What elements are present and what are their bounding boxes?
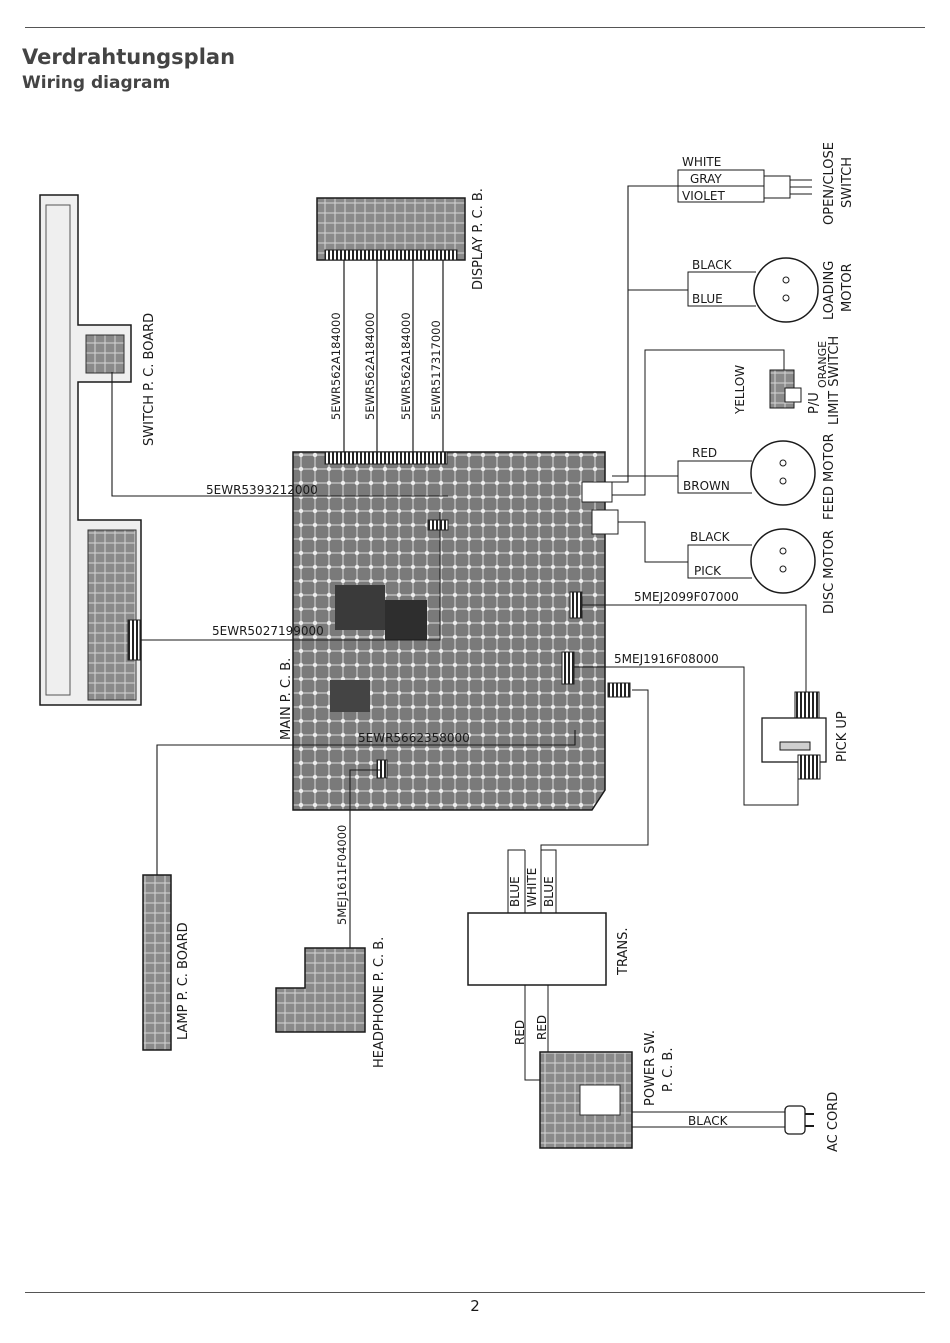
- wire-label: GRAY: [690, 172, 722, 186]
- wire-label: BLUE: [542, 876, 556, 907]
- top-rule: [25, 27, 925, 28]
- wire-label: YELLOW: [733, 365, 747, 415]
- device-label: LOADING: [822, 261, 837, 320]
- main-pcb-label: MAIN P. C. B.: [279, 658, 294, 740]
- device-label: MOTOR: [840, 263, 855, 312]
- device-label: SWITCH: [840, 157, 855, 208]
- page-title-german: Verdrahtungsplan: [22, 45, 236, 69]
- wire-label: WHITE: [525, 868, 539, 907]
- loading-motor: [628, 257, 819, 323]
- ac-cord-label: AC CORD: [826, 1092, 841, 1152]
- wire-label: BLACK: [688, 1114, 729, 1128]
- pickup-unit: [574, 604, 827, 806]
- headphone-pcb: [275, 769, 382, 1033]
- bottom-rule: [25, 1292, 925, 1293]
- cable-label: 5EWR562A184000: [399, 312, 413, 420]
- display-pcb: [316, 197, 466, 261]
- feed-motor: [612, 440, 816, 506]
- cable-label: 5MEJ2099F07000: [634, 590, 739, 604]
- open-close-switch: [592, 169, 812, 483]
- cable-label: 5EWR5662358000: [358, 731, 470, 745]
- lamp-pcb-label: LAMP P. C. BOARD: [176, 922, 191, 1040]
- cable-label: 5MEJ1916F08000: [614, 652, 719, 666]
- headphone-pcb-label: HEADPHONE P. C. B.: [372, 937, 387, 1068]
- device-label: PICK UP: [835, 711, 850, 762]
- wire-label: WHITE: [682, 155, 721, 169]
- main-pcb: [292, 451, 631, 811]
- wire-label: BLACK: [690, 530, 731, 544]
- cable-label: 5EWR5027199000: [212, 624, 324, 638]
- page-number: 2: [470, 1297, 480, 1315]
- switch-cables: [111, 372, 448, 641]
- switch-pcb-label: SWITCH P. C. BOARD: [142, 313, 157, 446]
- lamp-pcb: [142, 730, 576, 1051]
- cable-label: 5EWR562A184000: [363, 312, 377, 420]
- device-label: DISC MOTOR: [822, 530, 837, 614]
- wire-label: RED: [513, 1020, 527, 1045]
- cable-label: 5EWR5393212000: [206, 483, 318, 497]
- power-switch-label: POWER SW.: [643, 1030, 658, 1106]
- display-ribbon-cables: [343, 260, 444, 452]
- device-label: OPEN/CLOSE: [822, 142, 837, 225]
- transformer-label: TRANS.: [616, 928, 631, 976]
- wire-label: PICK: [694, 564, 722, 578]
- device-label: P/U: [807, 392, 822, 414]
- wire-label: VIOLET: [682, 189, 725, 203]
- power-switch-label: P. C. B.: [661, 1048, 676, 1092]
- device-label: LIMIT SWITCH: [827, 336, 842, 425]
- device-label: FEED MOTOR: [822, 433, 837, 520]
- wire-label: BLUE: [692, 292, 723, 306]
- ac-cord: [632, 1105, 814, 1135]
- page-title-english: Wiring diagram: [22, 73, 171, 93]
- wire-label: BROWN: [683, 479, 730, 493]
- wire-label: ORANGE: [816, 341, 829, 388]
- wire-label: RED: [692, 446, 717, 460]
- power-switch-pcb: [539, 1051, 633, 1149]
- wire-label: RED: [535, 1015, 549, 1040]
- pu-limit-switch: [612, 349, 802, 496]
- wire-label: BLACK: [692, 258, 733, 272]
- transformer: [467, 689, 649, 1081]
- cable-label: 5EWR517317000: [429, 320, 443, 420]
- display-pcb-label: DISPLAY P. C. B.: [471, 188, 486, 290]
- cable-label: 5EWR562A184000: [329, 312, 343, 420]
- cable-label: 5MEJ1611F04000: [335, 825, 349, 925]
- switch-pcb: [39, 194, 142, 706]
- wire-label: BLUE: [508, 876, 522, 907]
- disc-motor: [618, 521, 816, 594]
